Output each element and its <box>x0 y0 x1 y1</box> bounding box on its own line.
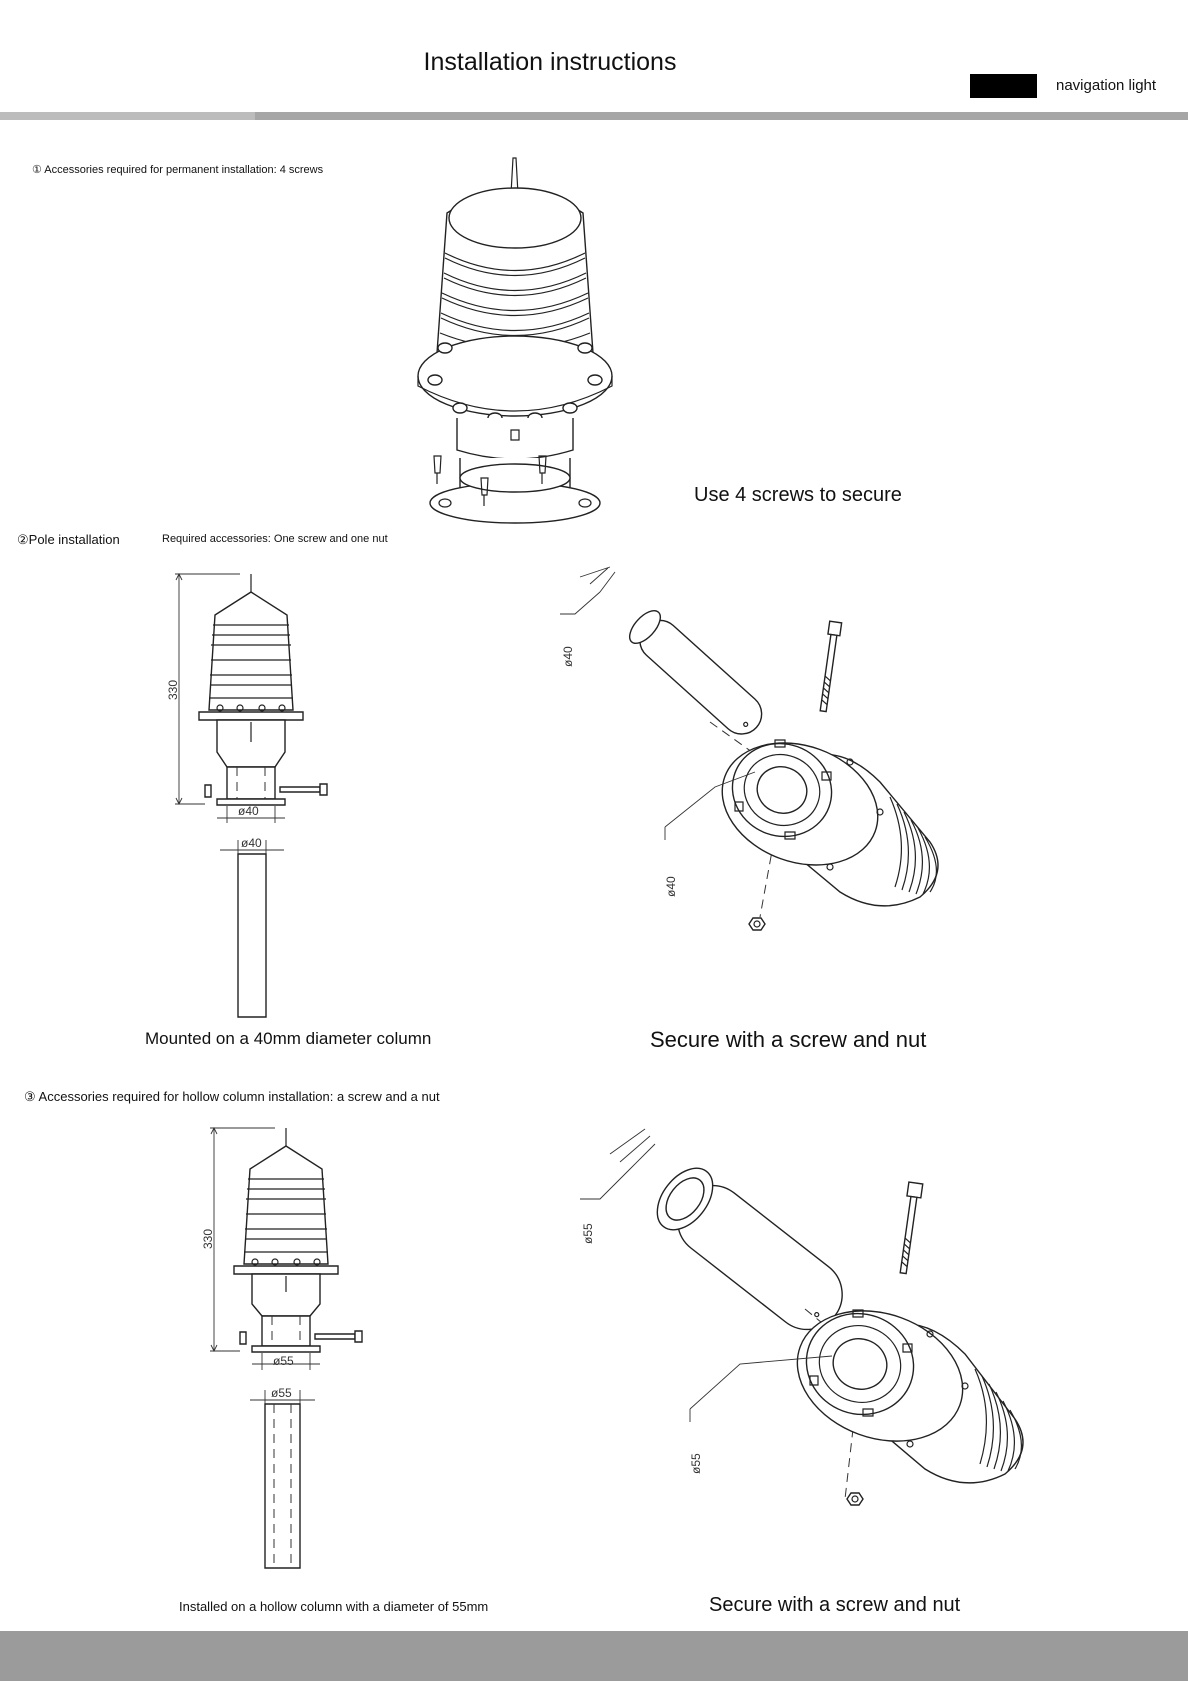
section3-side-view-drawing: 330 ø55 ø55 <box>201 1124 385 1574</box>
section3-dim-height: 330 <box>201 1229 215 1249</box>
brand-label: navigation light <box>1056 77 1157 94</box>
brand-logo-block <box>970 74 1037 98</box>
section3-dim-iso-hole: ø55 <box>689 1453 703 1474</box>
footer-band <box>0 1631 1188 1681</box>
header-rule-accent <box>0 112 255 120</box>
section3-isometric-drawing: ø55 ø55 <box>580 1124 1040 1514</box>
section3-left-caption: Installed on a hollow column with a diam… <box>179 1599 489 1614</box>
section1-heading: ① Accessories required for permanent ins… <box>32 164 324 176</box>
section2-dim-height: 330 <box>166 680 180 700</box>
section2-dim-column: ø40 <box>241 836 262 850</box>
section2-dim-base: ø40 <box>238 804 259 818</box>
section3-right-caption: Secure with a screw and nut <box>709 1594 961 1616</box>
section2-side-view-drawing: 330 ø40 ø40 <box>166 570 350 1020</box>
section3-dim-base: ø55 <box>273 1354 294 1368</box>
section2-accessories: Required accessories: One screw and one … <box>162 533 388 545</box>
section2-dim-iso-pipe: ø40 <box>561 646 575 667</box>
section3-heading: ③ Accessories required for hollow column… <box>24 1089 440 1104</box>
section2-right-caption: Secure with a screw and nut <box>650 1027 927 1052</box>
section3-dim-column: ø55 <box>271 1386 292 1400</box>
section3-dim-iso-pipe: ø55 <box>581 1223 595 1244</box>
section2-left-caption: Mounted on a 40mm diameter column <box>145 1029 432 1048</box>
section1-light-drawing <box>415 158 615 528</box>
section1-caption: Use 4 screws to secure <box>694 484 902 506</box>
page-title: Installation instructions <box>423 48 677 76</box>
header-rule <box>0 112 1188 120</box>
section2-heading: ②Pole installation <box>17 532 120 547</box>
section2-dim-iso-hole: ø40 <box>664 876 678 897</box>
section2-isometric-drawing: ø40 ø40 <box>560 572 970 942</box>
